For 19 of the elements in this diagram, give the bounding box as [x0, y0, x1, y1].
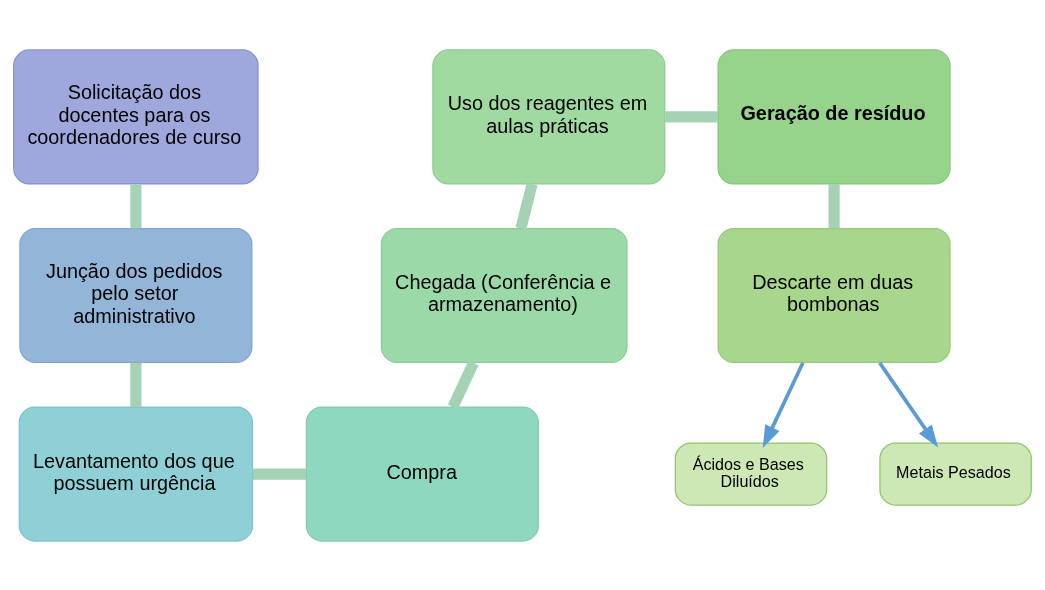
connector — [665, 110, 719, 122]
node-box: Solicitação dos docentes para os coordenadores de curso — [13, 48, 259, 184]
connector — [252, 468, 307, 480]
node-box: Metais Pesados — [879, 441, 1032, 506]
connector — [130, 183, 142, 228]
node-box: Descarte em duas bombonas — [717, 227, 951, 363]
connector — [515, 182, 538, 230]
node-box: Compra — [305, 406, 539, 542]
connector — [828, 183, 840, 228]
node-box: Junção dos pedidos pelo setor administrativo — [19, 227, 253, 363]
node-box: Chegada (Conferência e armazenamento) — [380, 227, 628, 363]
connector — [130, 362, 142, 407]
node-box: Uso dos reagentes em aulas práticas — [432, 48, 666, 184]
arrow — [878, 361, 939, 447]
node-box: Ácidos e Bases Diluídos — [674, 441, 828, 506]
node-box: Geração de resíduo — [717, 48, 951, 184]
connector — [447, 359, 479, 409]
node-box: Levantamento dos que possuem urgência — [18, 406, 254, 542]
arrow — [762, 361, 805, 448]
